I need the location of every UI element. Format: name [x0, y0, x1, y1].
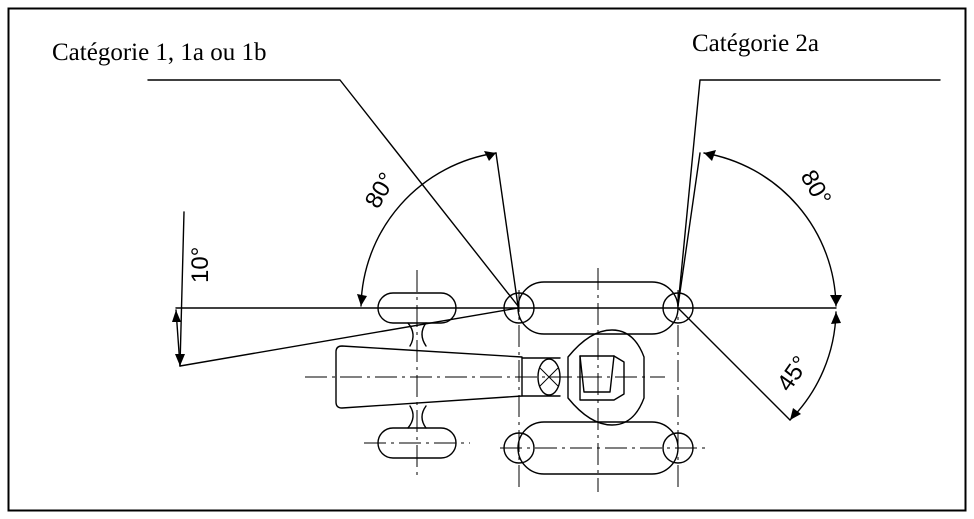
tractor-seat: [579, 355, 625, 401]
arrow-right-80-bottom: [830, 295, 842, 306]
arrow-right-45-bottom: [790, 408, 801, 420]
tractor-cab: [567, 329, 645, 426]
tractor-top-view: [305, 268, 705, 492]
leader-line-left: [147, 79, 519, 307]
left-vertical-limit: [495, 152, 519, 307]
angle-left-10-label: 10°: [187, 247, 214, 283]
right-45deg-line: [677, 307, 791, 421]
tractor-neck: [521, 357, 561, 397]
front-axle-top: [407, 322, 427, 347]
left-10deg-ext: [179, 211, 185, 367]
left-10deg-line: [179, 307, 519, 367]
steering-wheel: [537, 358, 561, 396]
tractor-seat-inner: [579, 355, 615, 393]
tractor-hood: [335, 345, 523, 409]
category-left-label: Catégorie 1, 1a ou 1b: [52, 39, 267, 66]
front-axle-bottom: [407, 405, 427, 429]
arrow-left-80-bottom: [357, 294, 367, 306]
arrow-left-80-top: [484, 151, 496, 161]
arc-right-80: [703, 152, 837, 307]
arrow-right-80-top: [704, 150, 716, 161]
arc-right-45: [789, 311, 837, 421]
right-vertical-limit: [677, 152, 701, 307]
arrow-left-10-bottom: [175, 354, 185, 366]
leader-line-right: [677, 79, 941, 307]
arrow-right-45-top: [831, 312, 841, 324]
angle-right-45-label: 45°: [772, 351, 815, 396]
angle-right-80-label: 80°: [795, 166, 837, 211]
angle-left-80-label: 80°: [360, 168, 402, 213]
arrow-left-10-top: [172, 310, 181, 322]
category-right-label: Catégorie 2a: [692, 30, 819, 57]
arc-left-80: [360, 152, 497, 307]
frame-border: [7, 7, 967, 512]
